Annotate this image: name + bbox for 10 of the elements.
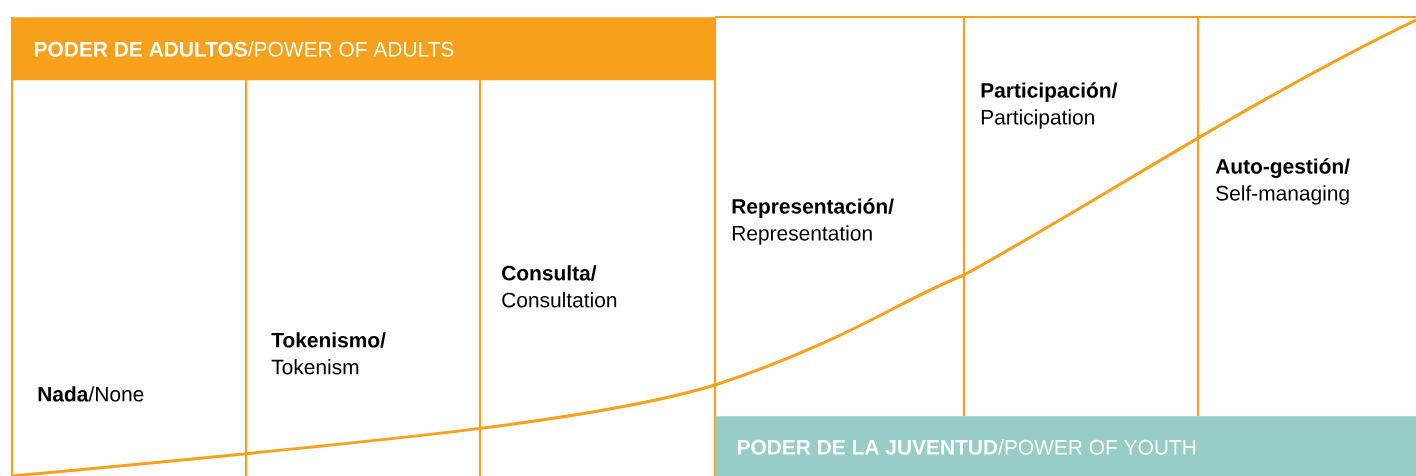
stage-label: Auto-gestión/ Self-managing xyxy=(1215,158,1350,205)
stage-label: Participación/ Participation xyxy=(981,82,1118,129)
header-band xyxy=(715,416,1416,476)
stage-label: Nada/None xyxy=(38,386,144,402)
stage-label: Consulta/ Consultation xyxy=(502,265,617,308)
stage-label: Tokenismo/ Tokenism xyxy=(271,332,386,375)
node-label: PODER DE ADULTOS/POWER OF ADULTS xyxy=(34,41,454,57)
header-band xyxy=(12,17,716,81)
stage-label: Representación/ Representation xyxy=(732,198,894,245)
node-label: PODER DE LA JUVENTUD/POWER OF YOUTH xyxy=(737,439,1196,455)
